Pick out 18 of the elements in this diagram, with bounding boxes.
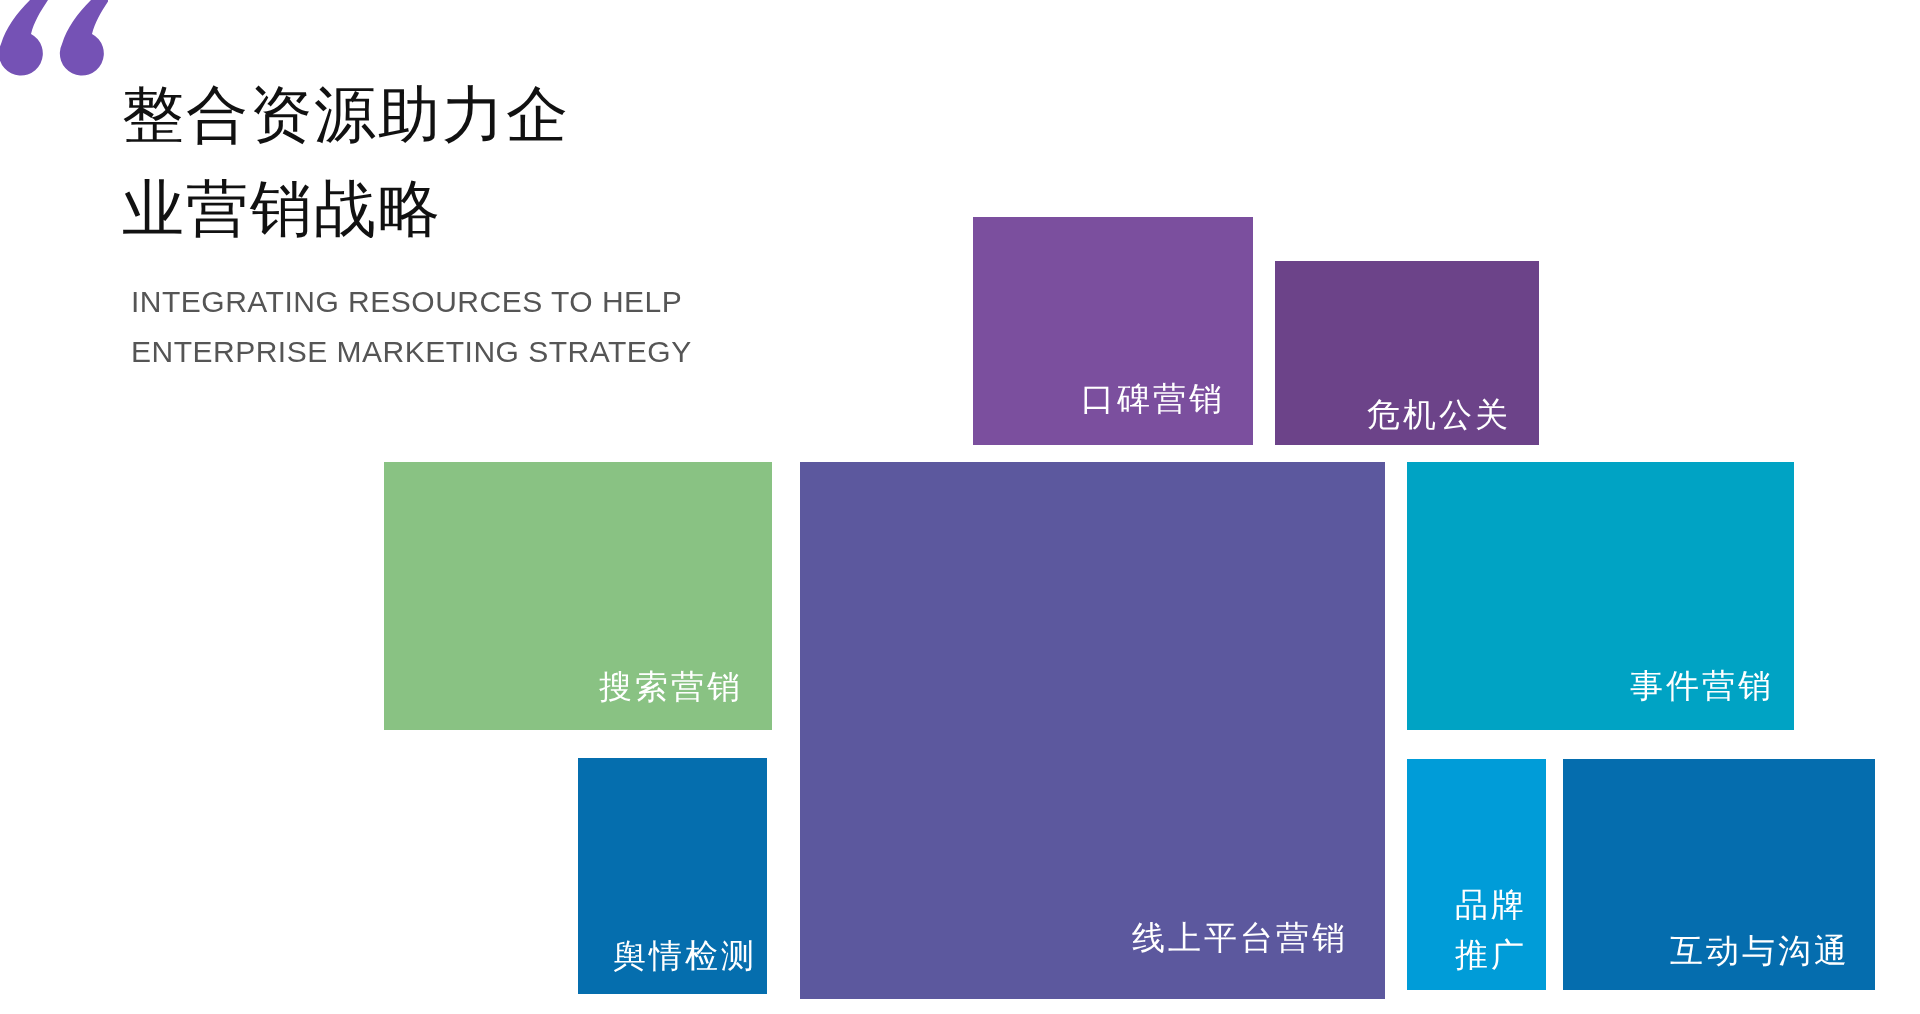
block-label: 舆情检测 (613, 936, 757, 976)
block-label: 口碑营销 (1081, 379, 1225, 419)
category-block (1563, 759, 1875, 990)
block-label: 互动与沟通 (1670, 931, 1850, 971)
block-label: 品牌推广 (1454, 884, 1527, 976)
category-block (1407, 462, 1794, 730)
block-label: 事件营销 (1630, 666, 1774, 706)
category-block (1407, 759, 1546, 990)
category-block (800, 462, 1385, 999)
category-block (1275, 261, 1539, 445)
block-label: 线上平台营销 (1132, 918, 1348, 958)
subtitle: INTEGRATING RESOURCES TO HELP ENTERPRISE MARKETING STRATEGY (131, 284, 693, 370)
category-block (384, 462, 772, 730)
category-block (973, 217, 1253, 445)
title: 整合资源助力企业营销战略 (122, 77, 571, 247)
block-label: 危机公关 (1367, 395, 1511, 435)
block-label: 搜索营销 (599, 667, 743, 707)
category-block (578, 758, 767, 994)
